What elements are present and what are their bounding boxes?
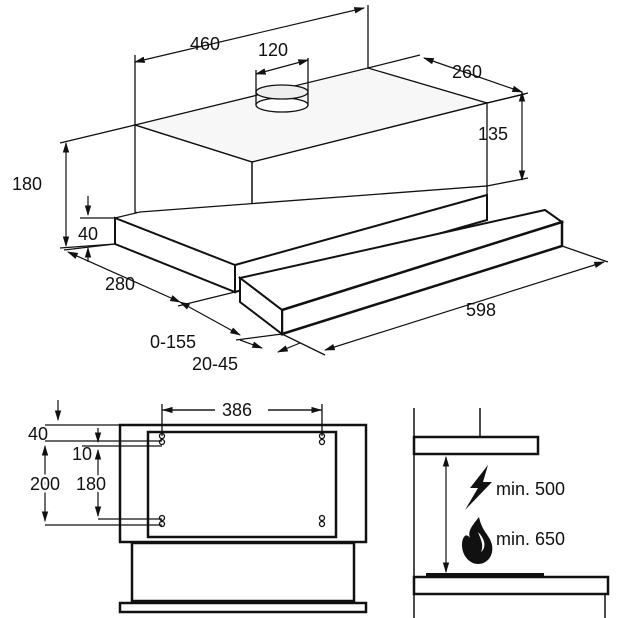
hood-side <box>412 435 540 456</box>
dim-line-120 <box>254 59 310 75</box>
dim-arrow-20-45-left <box>239 339 264 349</box>
dim-arrow-20-45-right <box>277 342 301 353</box>
dim-line-460 <box>133 7 366 63</box>
dim-label-460: 460 <box>190 34 220 54</box>
hood-top-face <box>132 67 490 163</box>
dim-label-40-front: 40 <box>28 424 48 444</box>
dim-label-280: 280 <box>105 274 135 294</box>
dim-label-200: 200 <box>30 474 60 494</box>
lightning-icon <box>465 465 492 510</box>
dim-line-0-155 <box>179 301 241 336</box>
flame-icon <box>462 517 493 564</box>
worktop <box>412 575 610 596</box>
dim-line-260 <box>422 57 524 93</box>
hood-lower-body <box>130 541 356 603</box>
dim-label-0-155: 0-155 <box>150 332 196 352</box>
dim-label-20-45: 20-45 <box>192 354 238 374</box>
duct-collar <box>255 84 309 113</box>
mounting-plate <box>146 430 338 539</box>
dim-label-260: 260 <box>452 62 482 82</box>
min-gas-label: min. 650 <box>496 529 565 549</box>
front-view: 386 40 10 200 180 <box>28 400 368 614</box>
dim-label-135: 135 <box>478 124 508 144</box>
hob-surface <box>426 573 544 578</box>
dim-label-40: 40 <box>78 224 98 244</box>
isometric-hood-view: 460 120 260 135 180 40 280 0-155 20-45 <box>12 5 609 374</box>
dim-label-180-front: 180 <box>76 474 106 494</box>
side-installation-view: min. 500 min. 650 <box>412 408 610 618</box>
min-electric-label: min. 500 <box>496 479 565 499</box>
dim-label-180: 180 <box>12 174 42 194</box>
dim-label-120: 120 <box>258 40 288 60</box>
dim-line-598 <box>323 261 606 351</box>
drawer-front-strip <box>118 601 368 614</box>
dim-label-598: 598 <box>466 300 496 320</box>
dim-label-10: 10 <box>72 444 92 464</box>
dim-label-386: 386 <box>222 400 252 420</box>
dim-line-280 <box>67 251 181 303</box>
